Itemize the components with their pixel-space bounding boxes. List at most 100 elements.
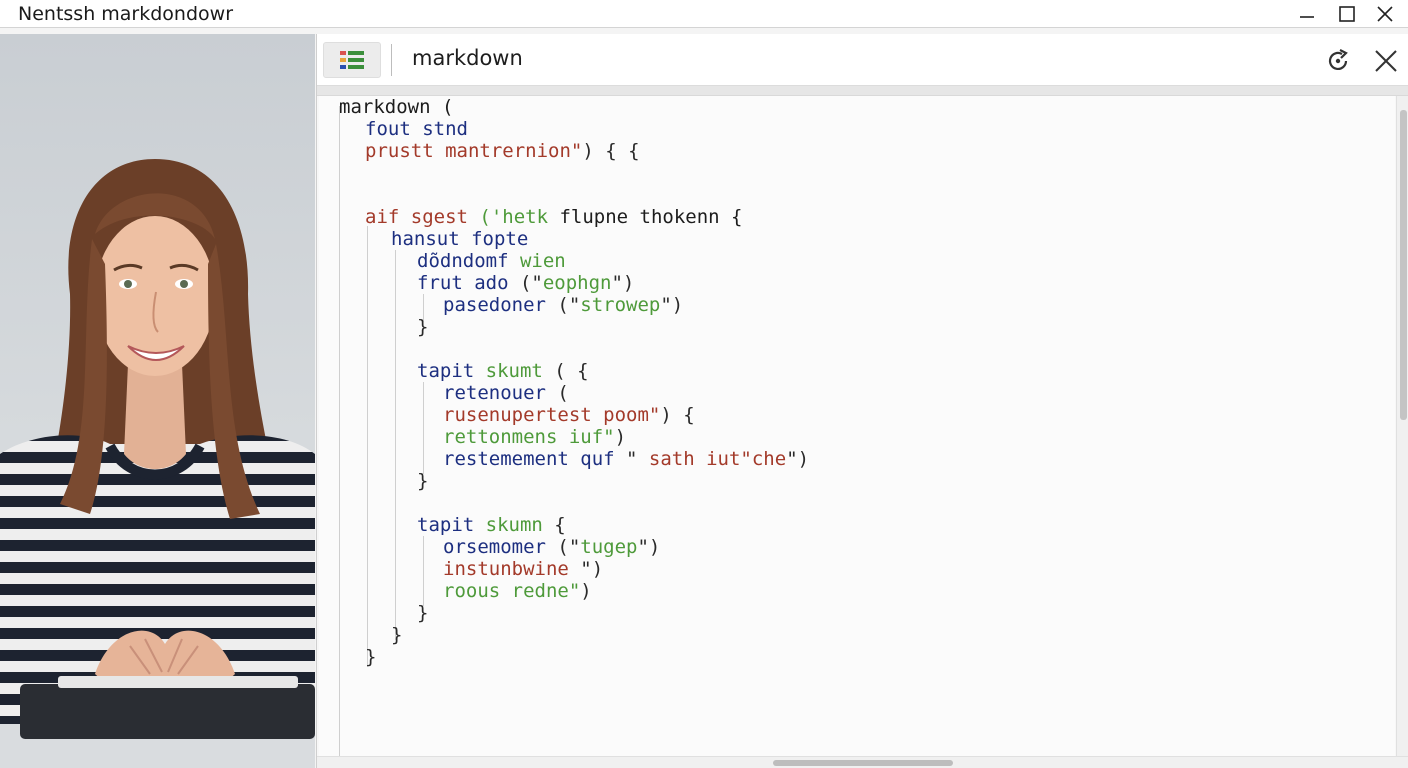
- editor-tab-title: markdown: [412, 46, 523, 70]
- code-line: rettonmens iuf"): [443, 426, 626, 448]
- code-token: rettonmens iuf": [443, 426, 615, 448]
- maximize-button[interactable]: [1327, 0, 1367, 28]
- code-token: ('hetk: [479, 206, 560, 228]
- refresh-icon: [1328, 49, 1348, 70]
- code-line: markdown (: [339, 96, 453, 118]
- code-token: }: [417, 316, 429, 338]
- list-view-button[interactable]: [323, 42, 381, 78]
- window-close-button[interactable]: [1365, 0, 1405, 28]
- code-line: orsemomer ("tugep"): [443, 536, 660, 558]
- code-token: (": [557, 536, 581, 558]
- indent-guide: [423, 382, 424, 474]
- code-token: pasedoner: [443, 294, 558, 316]
- code-token: (": [519, 272, 543, 294]
- code-token: skumn: [485, 514, 555, 536]
- code-token: "): [637, 536, 661, 558]
- code-token: ( {: [554, 360, 589, 382]
- code-token: strowep: [580, 294, 661, 316]
- code-token: orsemomer: [443, 536, 558, 558]
- horizontal-scrollbar[interactable]: [317, 756, 1408, 768]
- code-token: aif sgest: [365, 206, 480, 228]
- minimize-button[interactable]: [1287, 0, 1327, 28]
- code-token: tapit: [417, 360, 486, 382]
- code-token: prustt mantrernion": [365, 140, 583, 162]
- code-line: prustt mantrernion") { {: [365, 140, 640, 162]
- code-token: ) { {: [582, 140, 640, 162]
- code-line: frut ado ("eophgn"): [417, 272, 634, 294]
- code-token: sath iut"che: [648, 448, 787, 470]
- vertical-scroll-thumb[interactable]: [1400, 110, 1407, 420]
- editor-tab-bar: markdown: [317, 34, 1408, 86]
- code-line: fout stnd: [365, 118, 468, 140]
- code-line: tapit skumn {: [417, 514, 566, 536]
- indent-guide: [395, 250, 396, 640]
- code-token: {: [554, 514, 566, 536]
- code-token: (": [557, 294, 581, 316]
- code-token: frut ado: [417, 272, 520, 294]
- code-line: }: [417, 316, 428, 338]
- code-token: tugep: [580, 536, 638, 558]
- code-token: ): [580, 580, 592, 602]
- code-token: dõdndomf: [417, 250, 520, 272]
- code-line: }: [417, 470, 428, 492]
- code-token: ": [626, 448, 649, 470]
- editor-ruler: [317, 86, 1408, 96]
- code-token: "): [580, 558, 604, 580]
- profile-photo: [0, 34, 315, 768]
- code-token: roous redne": [443, 580, 581, 602]
- minimize-icon: [1300, 16, 1314, 18]
- code-line: dõdndomf wien: [417, 250, 566, 272]
- code-line: tapit skumt ( {: [417, 360, 589, 382]
- code-token: markdown (: [339, 96, 454, 118]
- code-line: }: [365, 646, 376, 668]
- code-token: "): [660, 294, 684, 316]
- code-token: ): [614, 426, 627, 448]
- close-editor-button[interactable]: [1369, 44, 1403, 78]
- code-token: hansut fopte: [391, 228, 529, 250]
- list-icon: [340, 51, 364, 69]
- indent-guide: [367, 226, 368, 666]
- code-token: restemement quf: [443, 448, 627, 470]
- code-token: }: [365, 646, 377, 668]
- code-token: "): [611, 272, 635, 294]
- code-token: tapit: [417, 514, 486, 536]
- code-line: rusenupertest poom") {: [443, 404, 695, 426]
- code-token: instunbwine: [443, 558, 581, 580]
- code-token: fout stnd: [365, 118, 468, 140]
- code-token: wien: [519, 250, 566, 272]
- code-token: "): [786, 448, 810, 470]
- indent-guide: [423, 294, 424, 322]
- tab-separator: [391, 44, 392, 76]
- close-icon: [1375, 50, 1397, 72]
- code-token: (: [557, 382, 569, 404]
- code-token: }: [391, 624, 403, 646]
- window-title: Nentssh markdondowr: [18, 3, 234, 25]
- vertical-scrollbar[interactable]: [1396, 96, 1408, 756]
- code-line: pasedoner ("strowep"): [443, 294, 683, 316]
- code-line: }: [391, 624, 402, 646]
- code-token: }: [417, 602, 429, 624]
- code-token: rusenupertest poom": [443, 404, 661, 426]
- code-line: roous redne"): [443, 580, 592, 602]
- code-token: retenouer: [443, 382, 558, 404]
- code-token: skumt: [485, 360, 555, 382]
- indent-guide: [423, 536, 424, 606]
- code-token: eophgn: [542, 272, 612, 294]
- refresh-button[interactable]: [1321, 44, 1355, 78]
- code-token: }: [417, 470, 429, 492]
- code-line: restemement quf " sath iut"che"): [443, 448, 809, 470]
- code-line: aif sgest ('hetk flupne thokenn {: [365, 206, 743, 228]
- indent-guide: [339, 106, 340, 756]
- person-illustration: [0, 159, 315, 768]
- title-bar: Nentssh markdondowr: [0, 0, 1408, 28]
- code-line: instunbwine "): [443, 558, 603, 580]
- horizontal-scroll-thumb[interactable]: [773, 760, 953, 766]
- code-line: }: [417, 602, 428, 624]
- code-token: flupne thokenn {: [559, 206, 743, 228]
- code-line: hansut fopte: [391, 228, 528, 250]
- window-close-icon: [1377, 6, 1393, 22]
- code-token: ) {: [660, 404, 695, 426]
- code-line: retenouer (: [443, 382, 569, 404]
